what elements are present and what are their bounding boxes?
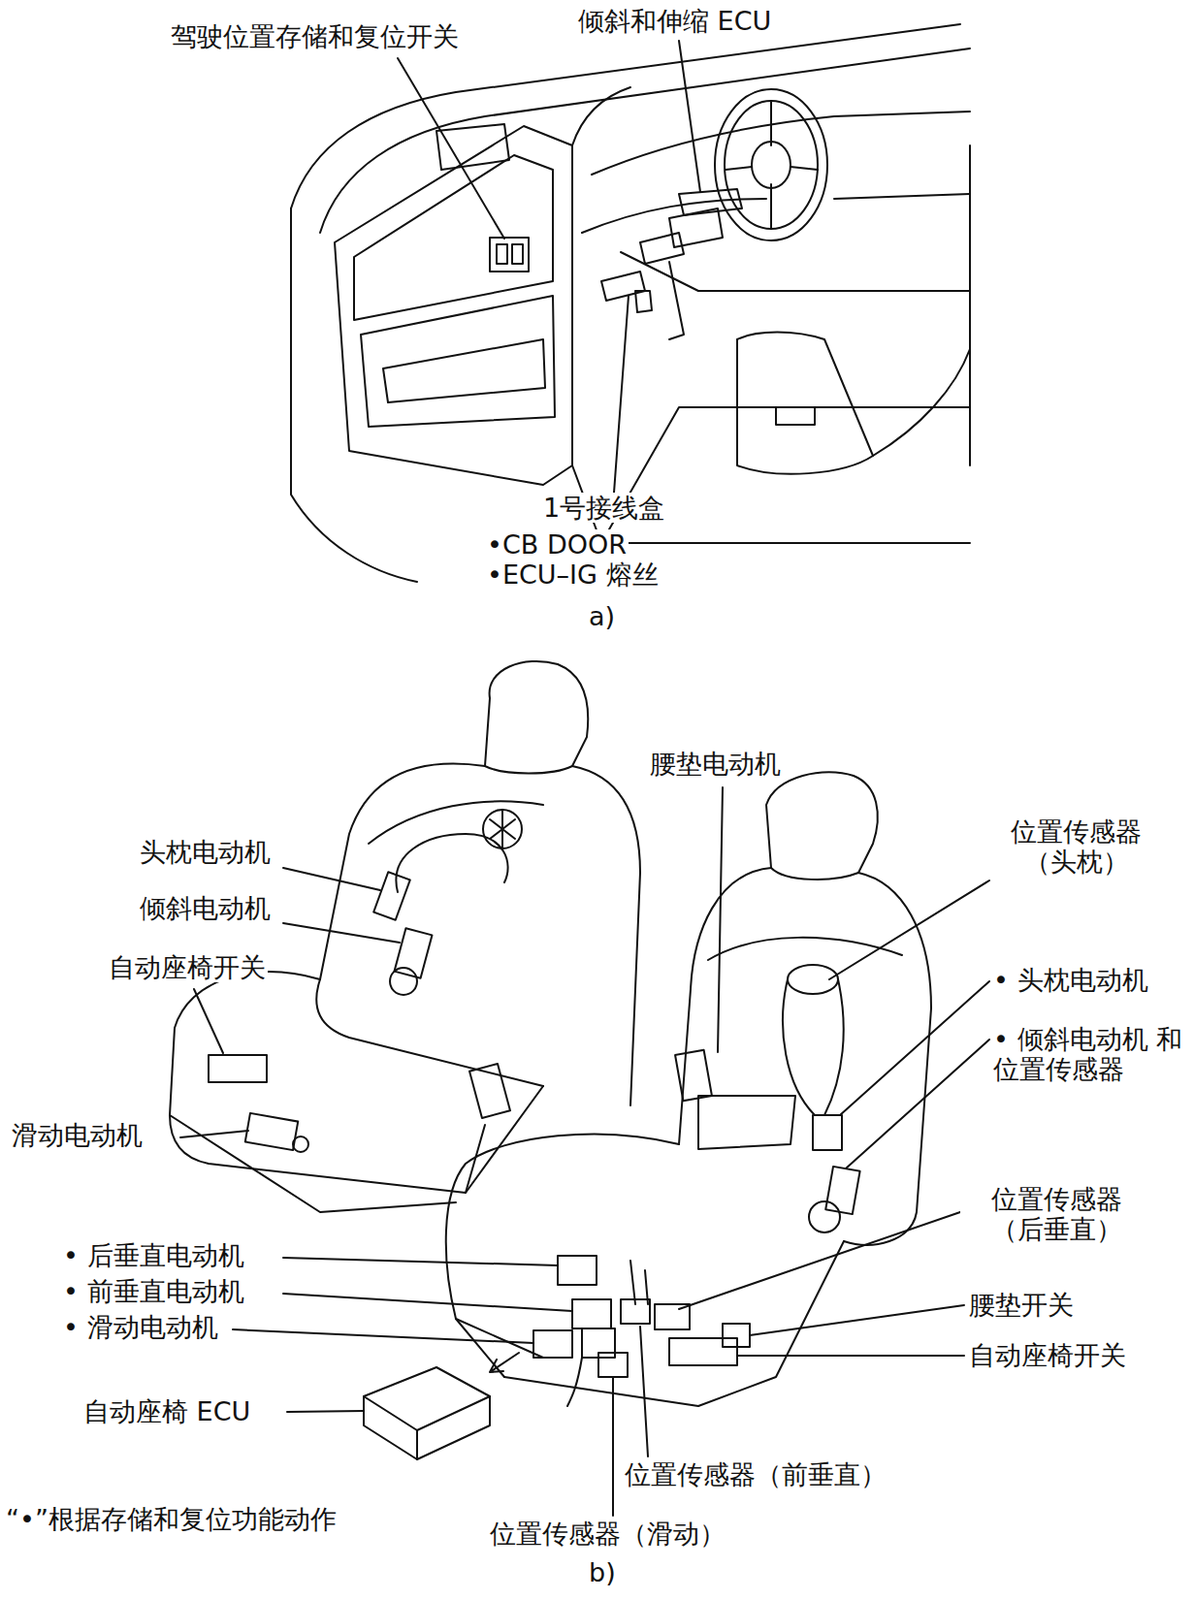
part-label: 腰垫电动机: [647, 748, 783, 779]
part-label: 滑动电动机: [9, 1120, 145, 1151]
part-label: • 倾斜电动机 和位置传感器: [991, 1024, 1190, 1085]
part-label: 自动座椅开关: [106, 952, 268, 983]
part-label: 位置传感器（前垂直）: [622, 1459, 889, 1490]
part-label: • 滑动电动机: [61, 1312, 221, 1343]
part-label: 自动座椅 ECU: [81, 1396, 253, 1427]
part-label: 位置传感器 （后垂直）: [960, 1184, 1154, 1245]
part-label: “•”根据存储和复位功能动作: [3, 1504, 339, 1535]
part-label: • 头枕电动机: [991, 965, 1151, 996]
part-label: 头枕电动机: [137, 837, 273, 868]
part-label: 倾斜电动机: [137, 893, 273, 924]
part-label: 1号接线盒: [541, 492, 667, 523]
part-label: 自动座椅开关: [967, 1340, 1129, 1371]
part-label: •CB DOOR: [484, 529, 629, 560]
part-label: 位置传感器（滑动）: [487, 1518, 728, 1549]
part-label: 倾斜和伸缩 ECU: [576, 5, 774, 36]
part-label: b): [586, 1557, 618, 1588]
part-label: a): [586, 601, 617, 632]
part-label: • 后垂直电动机: [61, 1240, 247, 1271]
part-label: 驾驶位置存储和复位开关: [168, 21, 461, 52]
part-label: 腰垫开关: [967, 1290, 1076, 1321]
part-label: 位置传感器 （头枕）: [989, 816, 1163, 877]
part-label: •ECU–IG 熔丝: [484, 559, 661, 590]
part-label: • 前垂直电动机: [61, 1276, 247, 1307]
